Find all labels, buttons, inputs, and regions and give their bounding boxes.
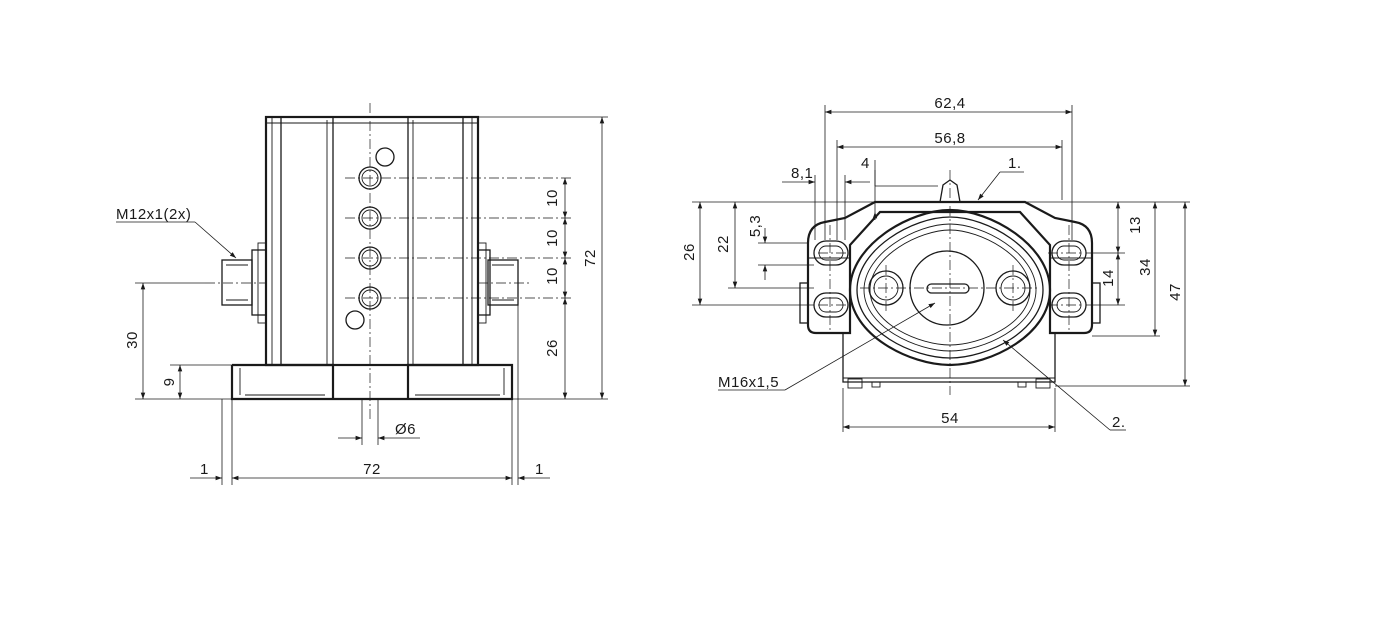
left-dimension-lines [116,117,605,481]
left-dim-1-left: 1 [200,461,209,478]
right-dim-26: 26 [681,243,698,261]
right-thread-label: M16x1,5 [718,374,779,391]
right-dim-54: 54 [941,410,959,427]
right-dim-4: 4 [861,155,870,172]
left-dim-10c: 10 [544,267,561,285]
left-base [230,363,514,401]
right-centerlines [818,170,1084,395]
left-dimension-texts: M12x1(2x) 10 10 10 26 72 30 9 Ø6 1 72 1 [116,189,599,478]
right-callout-2: 2. [1112,414,1126,431]
right-dim-62-4: 62,4 [934,95,965,112]
left-view: M12x1(2x) 10 10 10 26 72 30 9 Ø6 1 72 1 [116,103,608,485]
left-extension-lines [135,116,608,485]
right-dim-5-3: 5,3 [747,215,764,237]
left-dim-26: 26 [544,339,561,357]
right-dimension-lines [697,109,1188,431]
left-dim-1-right: 1 [535,461,544,478]
right-bottom-plate [842,333,1056,389]
left-dim-10a: 10 [544,189,561,207]
right-dimension-texts: 62,4 56,8 8,1 4 1. 26 22 5,3 13 14 34 47… [681,95,1184,431]
left-dim-phi6: Ø6 [395,421,416,438]
right-callout-1: 1. [1008,155,1022,172]
left-dim-72-width: 72 [363,461,381,478]
left-body-outline [264,115,480,367]
right-extension-lines [692,105,1190,432]
left-thread-label: M12x1(2x) [116,206,191,223]
left-dim-72-height: 72 [582,249,599,267]
right-dim-13: 13 [1127,216,1144,234]
right-dim-22: 22 [715,235,732,253]
left-dim-10b: 10 [544,229,561,247]
left-dim-30: 30 [124,331,141,349]
left-centerlines [205,103,572,420]
right-dim-14: 14 [1100,269,1117,287]
left-dim-9: 9 [161,378,178,387]
right-view: 62,4 56,8 8,1 4 1. 26 22 5,3 13 14 34 47… [681,95,1190,432]
right-dim-8-1: 8,1 [791,165,813,182]
right-dim-47: 47 [1167,283,1184,301]
right-dim-34: 34 [1137,258,1154,276]
right-dim-56-8: 56,8 [934,130,965,147]
